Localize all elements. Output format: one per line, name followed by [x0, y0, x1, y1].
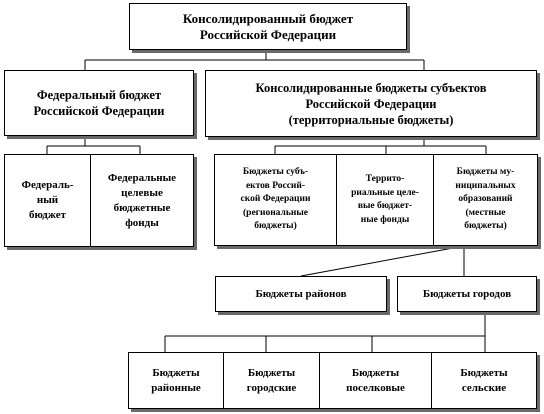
budgets-settlement-label: Бюджеты поселковые — [346, 366, 405, 394]
territorial-funds-label: Террито- риальные целе- вые бюджет- ные … — [351, 174, 419, 225]
municipal-budgets-label: Бюджеты му- ниципальных образований (мес… — [455, 167, 516, 232]
regional-consolidated-box: Консолидированные бюджеты субъектов Росс… — [205, 70, 537, 137]
budgets-rural-label: Бюджеты сельские — [460, 366, 508, 394]
municipal-budgets-box: Бюджеты му- ниципальных образований (мес… — [433, 154, 538, 246]
federal-box: Федеральный бюджет Российской Федерации — [4, 70, 194, 136]
connector-municipal-to-districts — [300, 245, 465, 277]
federal-funds-box: Федеральные целевые бюджетные фонды — [90, 154, 194, 247]
budgets-city-level-label: Бюджеты городские — [246, 366, 297, 394]
district-budgets-box: Бюджеты районов — [215, 276, 387, 312]
budgets-district-level-box: Бюджеты районные — [128, 352, 224, 409]
budgets-district-level-label: Бюджеты районные — [151, 366, 201, 394]
root-box: Консолидированный бюджет Российской Феде… — [129, 3, 407, 50]
regional-consolidated-label: Консолидированные бюджеты субъектов Росс… — [255, 80, 487, 127]
city-budgets-label: Бюджеты городов — [422, 287, 512, 300]
district-budgets-label: Бюджеты районов — [255, 287, 347, 300]
root-label: Консолидированный бюджет Российской Феде… — [182, 10, 354, 42]
city-budgets-box: Бюджеты городов — [397, 276, 537, 312]
federal-label: Федеральный бюджет Российской Федерации — [33, 88, 165, 118]
subject-budgets-label: Бюджеты субъ- ектов Россий- ской Федерац… — [240, 167, 311, 232]
budgets-settlement-box: Бюджеты поселковые — [319, 352, 432, 409]
federal-budget-label: Федераль- ный бюджет — [21, 179, 74, 221]
federal-budget-box: Федераль- ный бюджет — [4, 154, 91, 247]
budgets-rural-box: Бюджеты сельские — [431, 352, 537, 409]
federal-funds-label: Федеральные целевые бюджетные фонды — [107, 171, 177, 229]
subject-budgets-box: Бюджеты субъ- ектов Россий- ской Федерац… — [214, 154, 337, 246]
territorial-funds-box: Террито- риальные целе- вые бюджет- ные … — [336, 154, 434, 246]
budgets-city-level-box: Бюджеты городские — [223, 352, 320, 409]
